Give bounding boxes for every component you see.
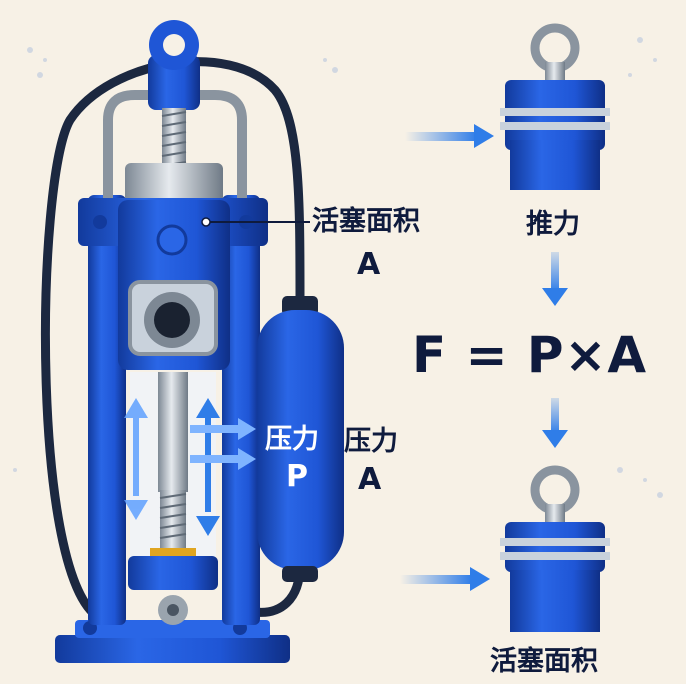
piston-area-leader-dot [201,217,211,227]
force-formula: F = P×A [412,326,648,384]
output-cylinder-top [500,23,610,190]
pressure-label-outer: 压力 [344,426,398,457]
lower-clamp [128,556,218,590]
arrow-down-1 [542,252,568,306]
pressure-symbol-outer: A [358,462,382,497]
accumulator-tank [257,310,344,570]
hydraulic-hose [40,57,305,625]
cross-beam-bolt-left [93,215,107,229]
arrow-to-bottom-cylinder [400,567,490,591]
frame-column-right [222,195,260,625]
accumulator-foot [282,566,318,582]
motion-arrow-left [124,398,148,520]
output-cylinder-bottom [500,465,610,632]
cylinder-collar [125,163,223,203]
press-base [55,635,290,663]
lower-screw [159,490,187,550]
gold-nut [150,548,196,558]
press-base-top [75,620,270,638]
piston-area-label: 活塞面积 [312,206,420,237]
piston-area-symbol: A [357,247,381,282]
thrust-label: 推力 [526,209,580,240]
top-eye-hole [163,34,185,56]
arrow-down-2 [542,398,568,448]
top-mount [148,55,200,110]
lower-eye-hole [167,604,179,616]
background-dots [13,37,663,498]
piston-rod [158,372,188,492]
bottom-piston-area-label: 活塞面积 [490,646,598,677]
top-screw [161,108,187,170]
motion-arrow-right [196,398,220,536]
piston-port-hole [154,302,190,338]
pressure-flow-arrows [190,418,256,470]
pressure-symbol-inner: P [286,459,308,494]
arrow-to-top-cylinder [405,124,494,148]
frame-column-left [88,195,126,625]
cylinder-gauge-port [156,224,188,256]
pressure-label-inner: 压力 [265,424,319,455]
